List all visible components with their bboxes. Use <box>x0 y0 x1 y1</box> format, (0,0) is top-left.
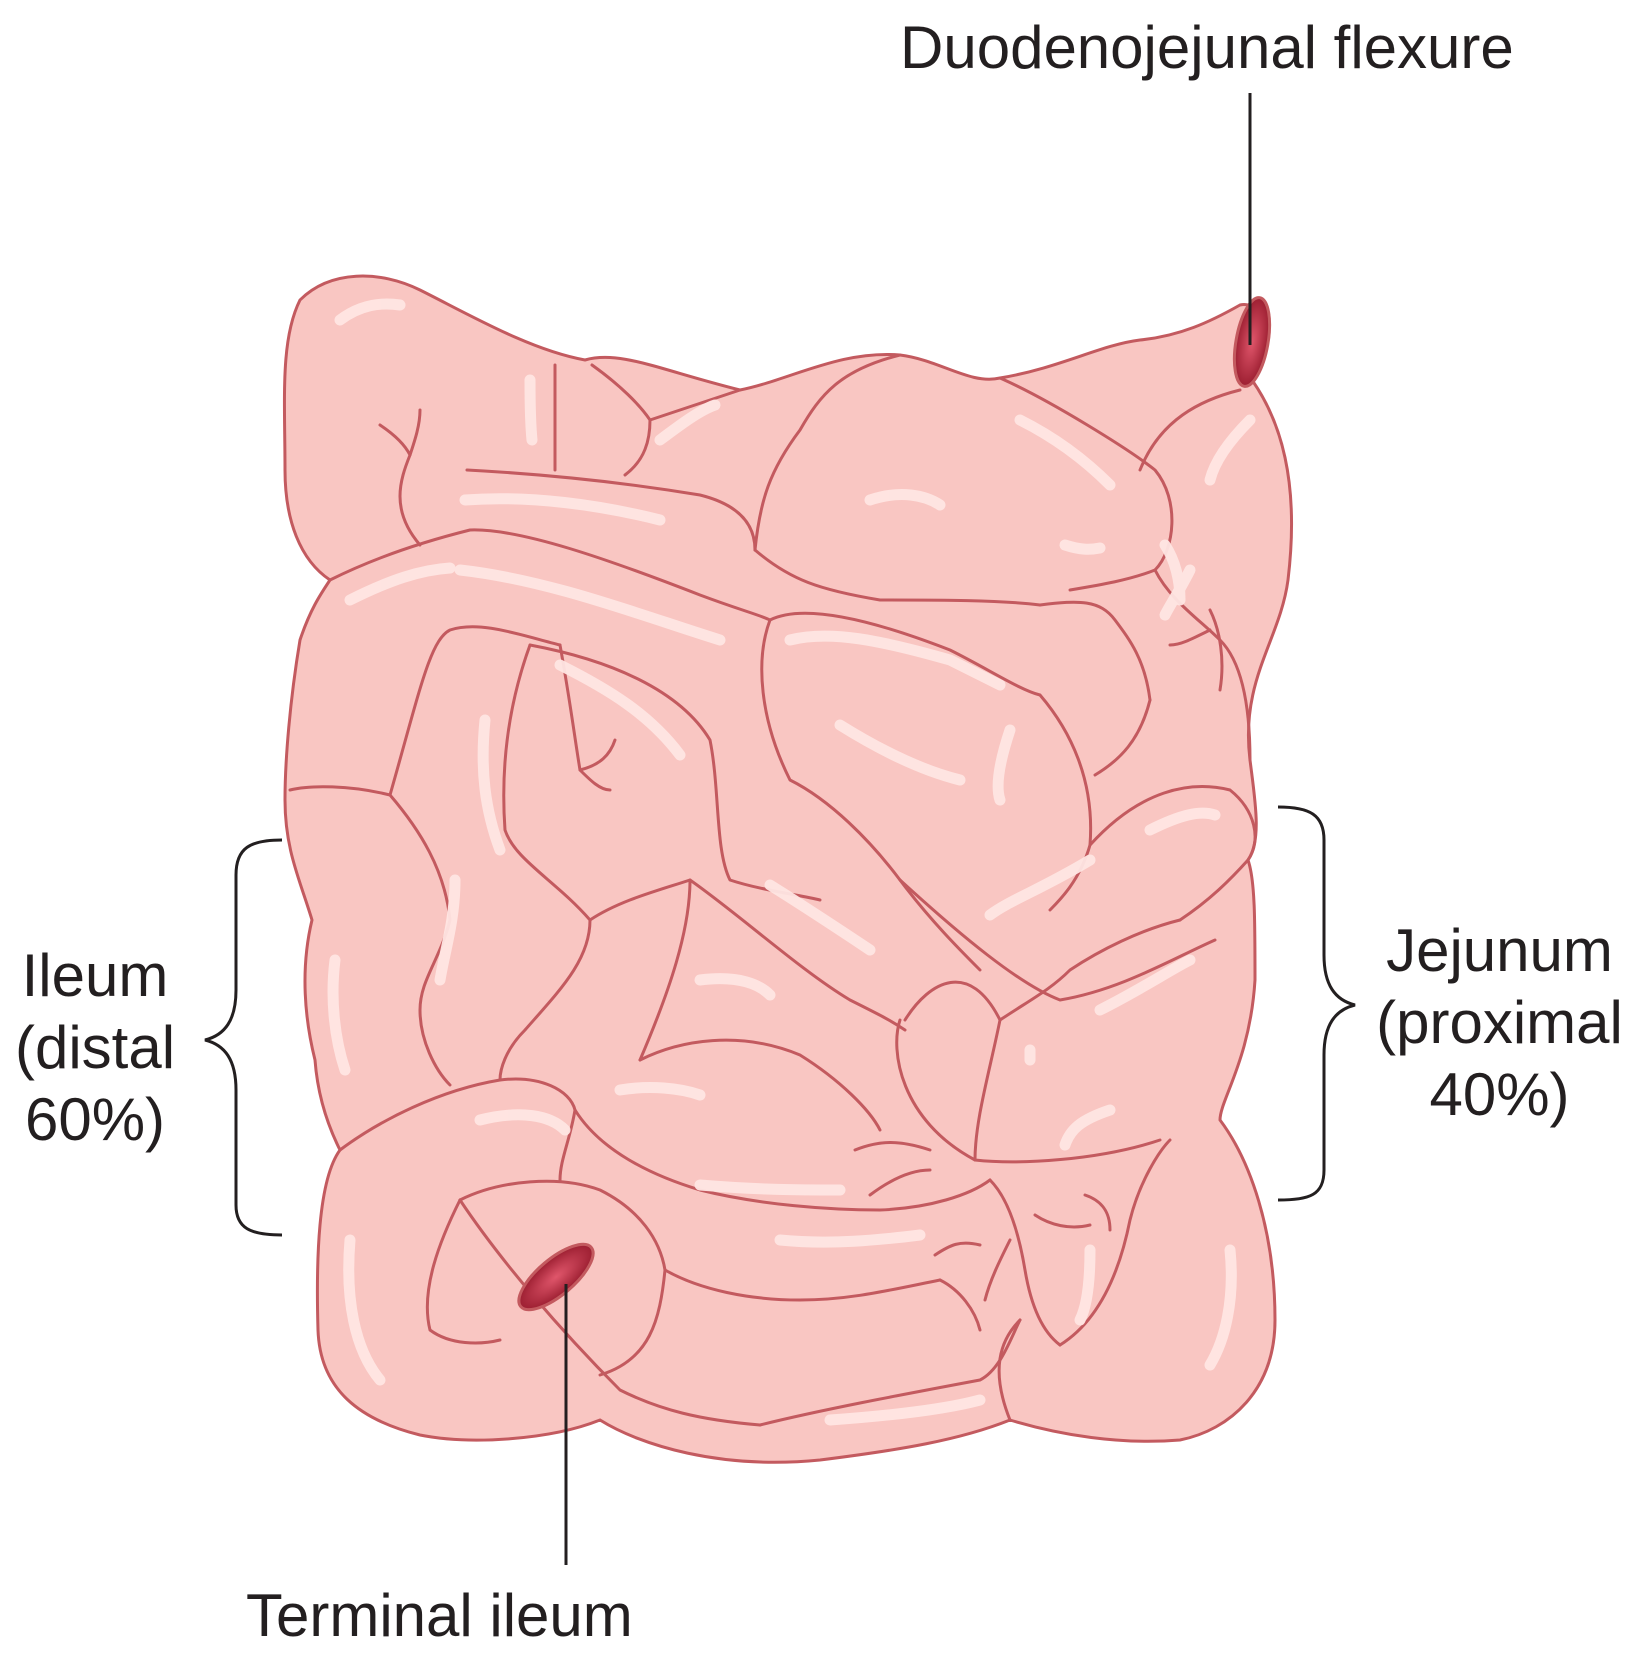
label-jejunum-line-2: (proximal <box>1358 987 1641 1059</box>
jejunum-brace <box>1278 807 1355 1200</box>
label-terminal-ileum: Terminal ileum <box>246 1580 633 1652</box>
label-jejunum-line-1: Jejunum <box>1358 915 1641 987</box>
label-ileum-line-2: (distal <box>0 1012 190 1084</box>
ileum-brace <box>205 840 282 1235</box>
intestine-mass <box>284 276 1291 1462</box>
label-ileum-line-3: 60%) <box>0 1084 190 1156</box>
label-ileum: Ileum (distal 60%) <box>0 940 190 1156</box>
label-duodenojejunal-flexure: Duodenojejunal flexure <box>900 12 1514 84</box>
label-jejunum-line-3: 40%) <box>1358 1059 1641 1131</box>
label-jejunum: Jejunum (proximal 40%) <box>1358 915 1641 1131</box>
label-ileum-line-1: Ileum <box>0 940 190 1012</box>
